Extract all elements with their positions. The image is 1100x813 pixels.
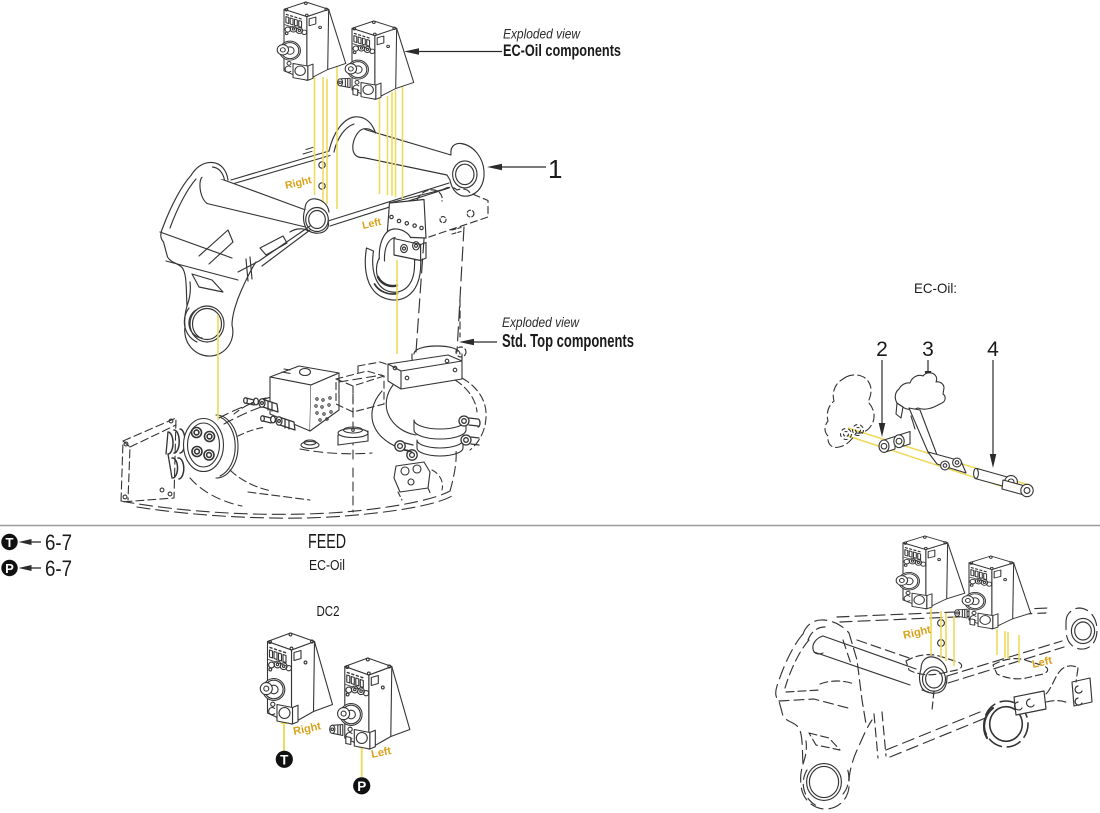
svg-text:Left: Left [361, 216, 383, 232]
svg-text:T: T [280, 753, 289, 768]
svg-text:Left: Left [1031, 655, 1054, 671]
svg-text:4: 4 [987, 338, 999, 361]
svg-text:Right: Right [284, 174, 313, 192]
svg-text:2: 2 [876, 338, 888, 361]
svg-text:1: 1 [548, 154, 562, 184]
svg-text:EC-Oil: EC-Oil [309, 557, 345, 574]
svg-text:6-7: 6-7 [45, 556, 72, 581]
svg-text:Std. Top components: Std. Top components [502, 331, 634, 351]
svg-text:EC-Oil components: EC-Oil components [503, 41, 621, 60]
svg-text:P: P [357, 779, 366, 794]
svg-text:Exploded view: Exploded view [503, 26, 581, 42]
svg-text:3: 3 [922, 338, 934, 361]
svg-text:Right: Right [292, 720, 322, 738]
svg-text:DC2: DC2 [317, 603, 340, 620]
svg-text:Left: Left [370, 745, 393, 761]
svg-text:P: P [5, 561, 14, 576]
svg-text:FEED: FEED [308, 531, 346, 553]
svg-text:T: T [6, 535, 14, 550]
svg-text:Exploded view: Exploded view [502, 314, 580, 330]
svg-text:EC-Oil:: EC-Oil: [914, 280, 957, 296]
svg-text:6-7: 6-7 [45, 530, 72, 555]
